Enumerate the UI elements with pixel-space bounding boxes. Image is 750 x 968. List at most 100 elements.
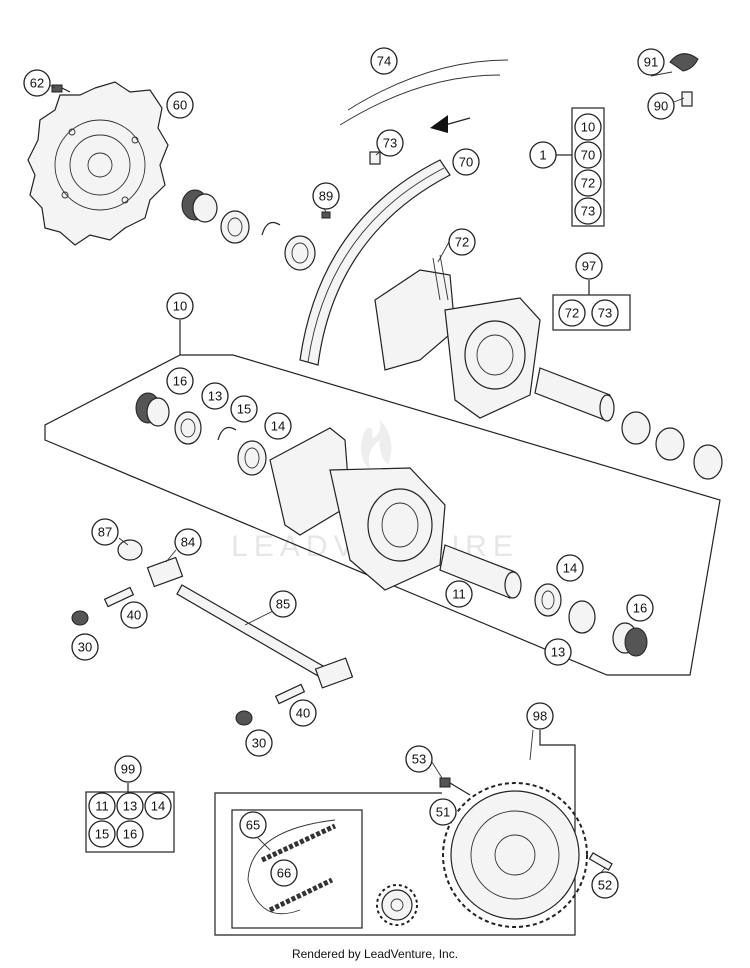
callout-87[interactable]: 87	[91, 518, 119, 546]
kit-1-item-73-label: 73	[581, 204, 595, 219]
callout-14-label: 14	[563, 561, 577, 576]
callout-99[interactable]: 99	[114, 755, 142, 783]
chain-kit-outline	[231, 809, 363, 929]
callout-16[interactable]: 16	[166, 367, 194, 395]
kit-1-item-10-label: 10	[581, 120, 595, 135]
callout-52-circle	[591, 871, 619, 899]
callout-1-label: 1	[539, 148, 546, 163]
valve-nut-90	[681, 91, 693, 107]
kit-97-item-73[interactable]: 73	[591, 299, 619, 327]
callout-30[interactable]: 30	[71, 633, 99, 661]
callout-13[interactable]: 13	[201, 382, 229, 410]
kit-99-item-14[interactable]: 14	[144, 792, 172, 820]
callout-16[interactable]: 16	[626, 594, 654, 622]
callout-40-label: 40	[296, 706, 310, 721]
rotation-arrow-line	[444, 117, 471, 126]
spacer-16-left	[135, 392, 170, 427]
kit-99-item-13-circle	[116, 792, 144, 820]
callout-90[interactable]: 90	[647, 92, 675, 120]
callout-1-circle	[529, 141, 557, 169]
callout-40-circle	[289, 699, 317, 727]
kit-99-item-15-label: 15	[95, 827, 109, 842]
callout-14-label: 14	[271, 419, 285, 434]
callout-15-label: 15	[237, 402, 251, 417]
kit-1-item-70[interactable]: 70	[574, 141, 602, 169]
chain-adjuster-84-right	[314, 657, 354, 689]
bearing-14-left	[237, 440, 267, 476]
callout-66-label: 66	[277, 866, 291, 881]
spacer-sleeve-11	[439, 544, 522, 599]
kit-99-item-13[interactable]: 13	[116, 792, 144, 820]
callout-74[interactable]: 74	[370, 47, 398, 75]
callout-15[interactable]: 15	[230, 395, 258, 423]
rim-tape	[339, 74, 501, 126]
kit-box-1	[556, 107, 605, 227]
kit-97-item-73-label: 73	[598, 306, 612, 321]
callout-74-label: 74	[377, 54, 391, 69]
kit-1-item-70-label: 70	[581, 148, 595, 163]
callout-85[interactable]: 85	[269, 590, 297, 618]
kit-1-item-10[interactable]: 10	[574, 113, 602, 141]
callout-15-circle	[230, 395, 258, 423]
callout-62[interactable]: 62	[23, 69, 51, 97]
callout-14[interactable]: 14	[556, 554, 584, 582]
callout-51[interactable]: 51	[429, 798, 457, 826]
callout-53[interactable]: 53	[405, 745, 433, 773]
callout-1[interactable]: 1	[529, 141, 557, 169]
callout-30-label: 30	[78, 640, 92, 655]
callout-40[interactable]: 40	[120, 601, 148, 629]
callout-13[interactable]: 13	[544, 638, 572, 666]
callout-52[interactable]: 52	[591, 871, 619, 899]
valve-73	[369, 151, 381, 165]
callout-62-label: 62	[30, 76, 44, 91]
callout-40[interactable]: 40	[289, 699, 317, 727]
callout-30-label: 30	[252, 736, 266, 751]
callout-89[interactable]: 89	[312, 182, 340, 210]
adjuster-bolt-40-lower	[274, 683, 306, 705]
callout-97[interactable]: 97	[575, 252, 603, 280]
callout-98-circle	[526, 702, 554, 730]
kit-99-item-15[interactable]: 15	[88, 820, 116, 848]
callout-14[interactable]: 14	[264, 412, 292, 440]
callout-84[interactable]: 84	[174, 528, 202, 556]
callout-72[interactable]: 72	[448, 228, 476, 256]
callout-52-label: 52	[598, 878, 612, 893]
callout-91[interactable]: 91	[637, 48, 665, 76]
callout-11[interactable]: 11	[445, 580, 473, 608]
front-sprocket	[376, 884, 418, 926]
callout-40-circle	[120, 601, 148, 629]
callout-65[interactable]: 65	[239, 811, 267, 839]
callout-89-circle	[312, 182, 340, 210]
nut-30-lower	[235, 710, 253, 726]
callout-16-label: 16	[173, 374, 187, 389]
callout-10[interactable]: 10	[166, 292, 194, 320]
callout-87-circle	[91, 518, 119, 546]
callout-85-circle	[269, 590, 297, 618]
callout-11-circle	[445, 580, 473, 608]
kit-97-item-72[interactable]: 72	[558, 299, 586, 327]
callout-30-circle	[71, 633, 99, 661]
kit-99-item-11[interactable]: 11	[88, 792, 116, 820]
callout-60[interactable]: 60	[166, 91, 194, 119]
kit-box-97	[552, 280, 631, 331]
valve-cap-91	[669, 53, 699, 72]
kit-97-item-72-circle	[558, 299, 586, 327]
kit-99-item-16-label: 16	[123, 827, 137, 842]
callout-66[interactable]: 66	[270, 859, 298, 887]
callout-98[interactable]: 98	[526, 702, 554, 730]
callout-13-label: 13	[551, 645, 565, 660]
upper-seal	[220, 210, 250, 244]
kit-1-item-70-circle	[574, 141, 602, 169]
sprocket-kit-outline	[214, 730, 576, 936]
callout-73[interactable]: 73	[376, 129, 404, 157]
brake-disc	[27, 81, 169, 246]
callout-73-circle	[376, 129, 404, 157]
kit-99-item-16[interactable]: 16	[116, 820, 144, 848]
callout-70[interactable]: 70	[452, 148, 480, 176]
circlip-15	[217, 427, 237, 441]
callout-89-label: 89	[319, 189, 333, 204]
callout-30[interactable]: 30	[245, 729, 273, 757]
kit-1-item-72[interactable]: 72	[574, 169, 602, 197]
kit-1-item-73[interactable]: 73	[574, 197, 602, 225]
